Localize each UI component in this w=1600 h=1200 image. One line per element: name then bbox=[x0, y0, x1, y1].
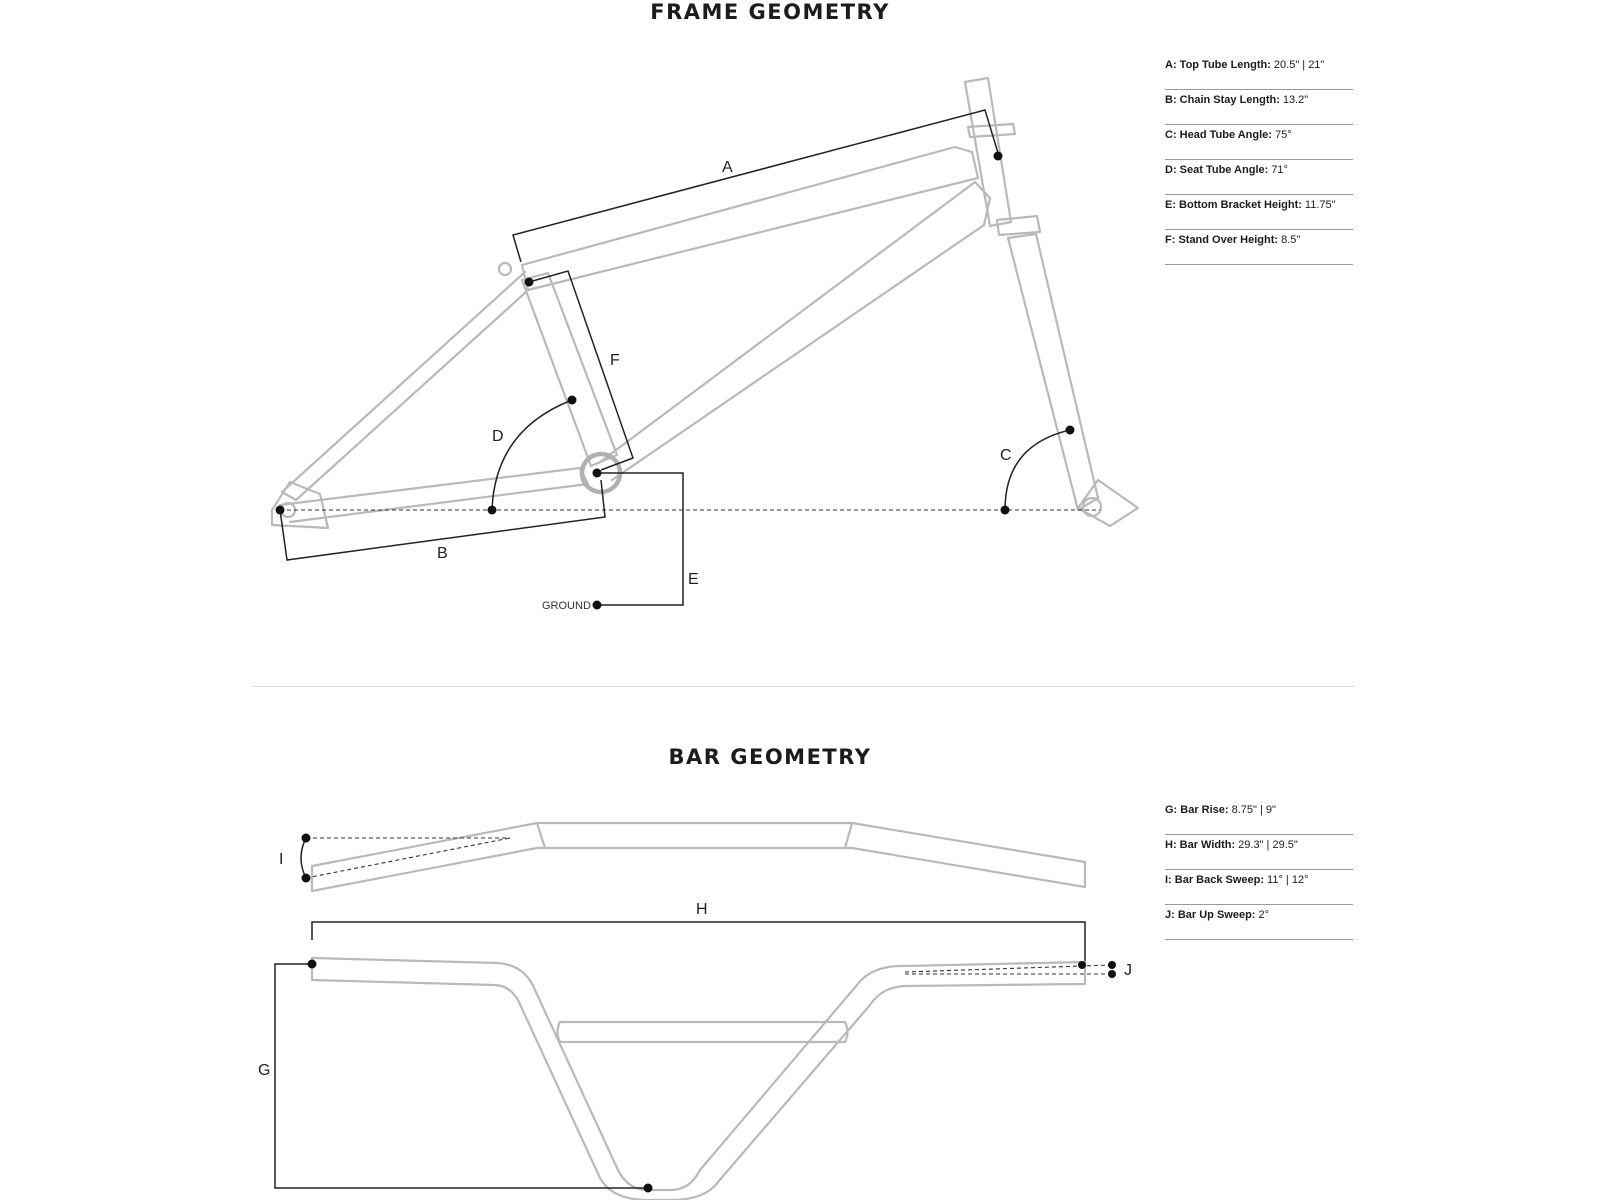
spec-value: 8.75" | 9" bbox=[1231, 804, 1276, 816]
spec-value: 13.2" bbox=[1282, 94, 1309, 106]
spec-key: H: Bar Width: bbox=[1165, 839, 1236, 851]
label-e: E bbox=[688, 571, 699, 588]
dimension-e bbox=[597, 472, 684, 606]
label-g: G bbox=[258, 1062, 270, 1079]
seat-tube bbox=[520, 271, 619, 468]
spec-bar-width: H: Bar Width:29.3" | 29.5" bbox=[1165, 835, 1353, 870]
spec-bar-rise: G: Bar Rise:8.75" | 9" bbox=[1165, 800, 1353, 835]
label-d: D bbox=[492, 428, 504, 445]
spec-chain-stay-length: B: Chain Stay Length:13.2" bbox=[1165, 90, 1353, 125]
spec-key: F: Stand Over Height: bbox=[1165, 234, 1279, 246]
dimension-i-end bbox=[301, 873, 311, 883]
dimension-d-arc bbox=[491, 399, 573, 511]
dimension-g bbox=[274, 963, 648, 1189]
frame-diagram: A F D C B E GROUND bbox=[270, 76, 1140, 612]
dimension-c-arc bbox=[1004, 429, 1071, 511]
spec-value: 71° bbox=[1271, 164, 1288, 176]
section-divider bbox=[252, 686, 1355, 687]
dimension-g-bottom bbox=[643, 1183, 653, 1193]
spec-bar-up-sweep: J: Bar Up Sweep:2° bbox=[1165, 905, 1353, 940]
seat-clamp bbox=[497, 261, 513, 277]
spec-value: 11° | 12° bbox=[1267, 874, 1309, 886]
down-tube bbox=[598, 180, 992, 482]
dimension-j-end bbox=[1078, 961, 1086, 969]
label-j: J bbox=[1124, 962, 1132, 979]
frame-geometry-title: FRAME GEOMETRY bbox=[650, 0, 890, 24]
frame-spec-list: A: Top Tube Length:20.5" | 21" B: Chain … bbox=[1165, 55, 1353, 265]
spec-top-tube-length: A: Top Tube Length:20.5" | 21" bbox=[1165, 55, 1353, 90]
label-ground: GROUND bbox=[542, 600, 591, 612]
spec-key: E: Bottom Bracket Height: bbox=[1165, 199, 1302, 211]
bar-crossbar bbox=[556, 1020, 849, 1044]
bar-geometry-title: BAR GEOMETRY bbox=[668, 745, 872, 769]
spec-value: 75° bbox=[1274, 129, 1292, 141]
spec-key: I: Bar Back Sweep: bbox=[1165, 874, 1265, 886]
dimension-c-end bbox=[1000, 505, 1010, 515]
spec-key: G: Bar Rise: bbox=[1165, 804, 1229, 816]
dimension-j-start bbox=[1108, 961, 1116, 969]
spec-key: A: Top Tube Length: bbox=[1165, 59, 1271, 71]
dimension-f bbox=[528, 270, 634, 471]
spec-bar-back-sweep: I: Bar Back Sweep:11° | 12° bbox=[1165, 870, 1353, 905]
bar-top-bend-right bbox=[843, 821, 854, 850]
head-tube bbox=[963, 76, 1013, 228]
seat-stay bbox=[280, 270, 528, 502]
spec-key: D: Seat Tube Angle: bbox=[1165, 164, 1269, 176]
label-h: H bbox=[696, 901, 708, 918]
dimension-i bbox=[300, 837, 307, 879]
dimension-c-start bbox=[1065, 425, 1075, 435]
ground-point bbox=[592, 600, 602, 610]
front-axle bbox=[1081, 496, 1103, 518]
label-c: C bbox=[1000, 447, 1012, 464]
bar-front-view bbox=[310, 956, 1087, 1200]
spec-value: 2° bbox=[1258, 909, 1269, 921]
dimension-g-top bbox=[307, 959, 317, 969]
spec-key: B: Chain Stay Length: bbox=[1165, 94, 1280, 106]
dimension-i-start bbox=[301, 833, 311, 843]
dimension-e-top bbox=[592, 468, 602, 478]
spec-value: 29.3" | 29.5" bbox=[1238, 839, 1298, 851]
bar-spec-list: G: Bar Rise:8.75" | 9" H: Bar Width:29.3… bbox=[1165, 800, 1353, 940]
rear-dropout bbox=[270, 480, 330, 530]
spec-bottom-bracket-height: E: Bottom Bracket Height:11.75" bbox=[1165, 195, 1353, 230]
dimension-j-lower bbox=[1108, 970, 1116, 978]
bar-diagram: I H J G bbox=[258, 821, 1132, 1200]
label-a: A bbox=[722, 159, 733, 176]
dimension-a-end bbox=[993, 151, 1003, 161]
headset-cap bbox=[966, 122, 1017, 139]
label-i: I bbox=[279, 851, 283, 868]
dimension-h bbox=[311, 921, 1086, 962]
dimension-d-end bbox=[487, 505, 497, 515]
spec-head-tube-angle: C: Head Tube Angle:75° bbox=[1165, 125, 1353, 160]
bar-top-bend-left bbox=[535, 821, 547, 850]
spec-value: 11.75" bbox=[1304, 199, 1336, 211]
spec-value: 20.5" | 21" bbox=[1273, 59, 1325, 71]
dimension-b-start bbox=[275, 505, 285, 515]
headset-lower bbox=[995, 214, 1042, 237]
label-b: B bbox=[437, 545, 448, 562]
spec-key: J: Bar Up Sweep: bbox=[1165, 909, 1256, 921]
fork-leg bbox=[1006, 232, 1100, 512]
spec-key: C: Head Tube Angle: bbox=[1165, 129, 1272, 141]
spec-value: 8.5" bbox=[1281, 234, 1301, 246]
spec-seat-tube-angle: D: Seat Tube Angle:71° bbox=[1165, 160, 1353, 195]
bar-top-view bbox=[310, 821, 1087, 893]
chain-stay bbox=[278, 466, 590, 524]
fork-dropout bbox=[1076, 478, 1140, 528]
dimension-b bbox=[279, 479, 606, 561]
label-f: F bbox=[610, 352, 620, 369]
dimension-d-start bbox=[567, 395, 577, 405]
spec-stand-over-height: F: Stand Over Height:8.5" bbox=[1165, 230, 1353, 265]
top-tube bbox=[520, 145, 980, 292]
dimension-a bbox=[512, 109, 999, 263]
